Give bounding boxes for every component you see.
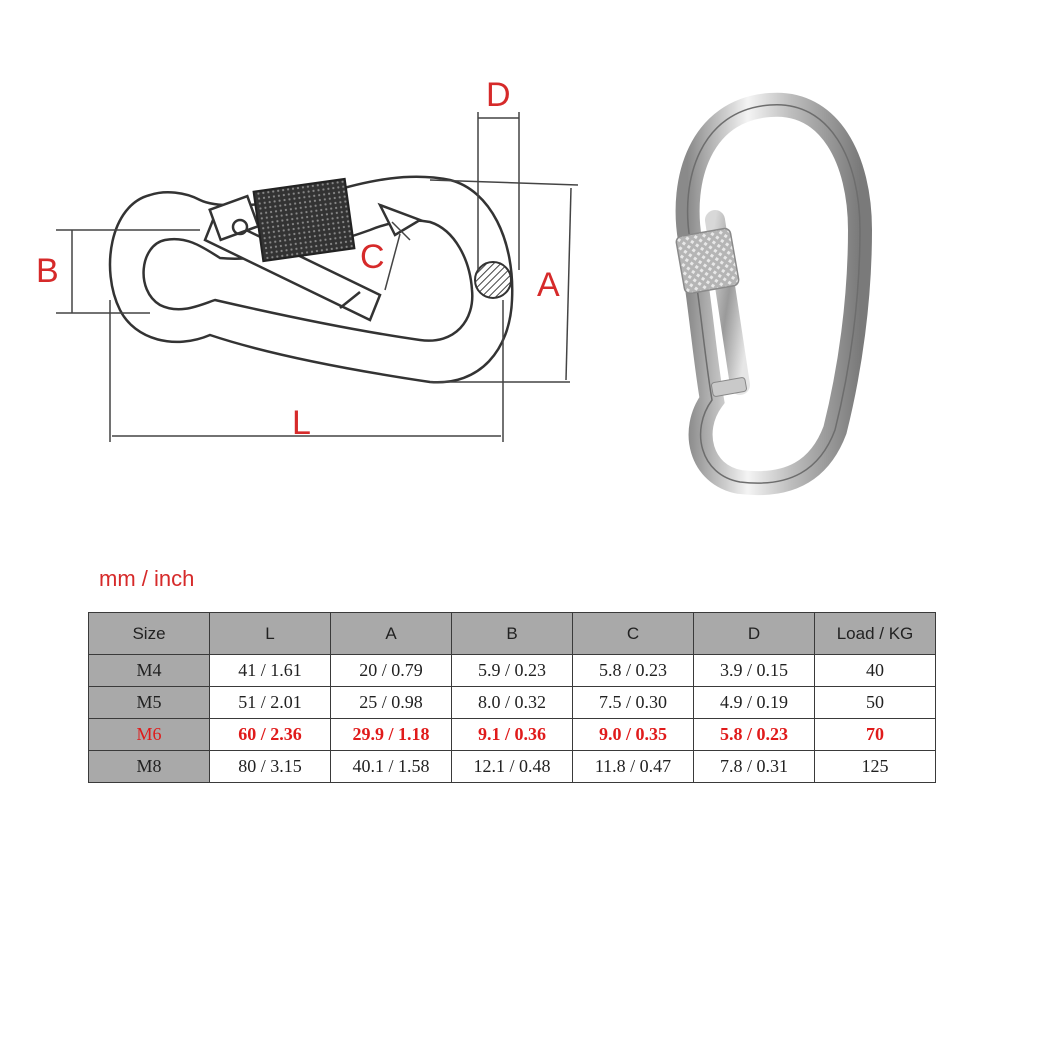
table-cell: M4: [88, 654, 210, 687]
table-row-highlighted: M6 60 / 2.36 29.9 / 1.18 9.1 / 0.36 9.0 …: [88, 718, 936, 751]
carabiner-photo: [675, 92, 873, 496]
table-cell: 41 / 1.61: [209, 654, 331, 687]
table-cell: 70: [814, 718, 936, 751]
table-cell: 25 / 0.98: [330, 686, 452, 719]
table-cell: 8.0 / 0.32: [451, 686, 573, 719]
table-cell: M6: [88, 718, 210, 751]
label-d: D: [486, 76, 511, 114]
table-cell: 50: [814, 686, 936, 719]
header-c: C: [572, 612, 694, 655]
header-l: L: [209, 612, 331, 655]
table-cell: 80 / 3.15: [209, 750, 331, 783]
table-cell: 40: [814, 654, 936, 687]
header-d: D: [693, 612, 815, 655]
table-cell: 9.0 / 0.35: [572, 718, 694, 751]
table-cell: 7.8 / 0.31: [693, 750, 815, 783]
table-cell: M5: [88, 686, 210, 719]
table-cell: 7.5 / 0.30: [572, 686, 694, 719]
table-header-row: Size L A B C D Load / KG: [88, 612, 936, 655]
table-cell: 4.9 / 0.19: [693, 686, 815, 719]
table-cell: 125: [814, 750, 936, 783]
label-a: A: [537, 266, 560, 304]
dimension-lines: [56, 112, 579, 442]
label-c: C: [360, 238, 385, 276]
table-cell: 40.1 / 1.58: [330, 750, 452, 783]
header-a: A: [330, 612, 452, 655]
table-cell: 3.9 / 0.15: [693, 654, 815, 687]
header-b: B: [451, 612, 573, 655]
table-cell: M8: [88, 750, 210, 783]
table-cell: 60 / 2.36: [209, 718, 331, 751]
header-size: Size: [88, 612, 210, 655]
carabiner-dimension-diagram: D B C A L: [36, 76, 873, 496]
size-spec-table: Size L A B C D Load / KG M4 41 / 1.61 20…: [88, 612, 936, 783]
table-cell: 5.8 / 0.23: [572, 654, 694, 687]
knurled-sleeve: [252, 177, 356, 263]
label-b: B: [36, 252, 59, 290]
table-row: M4 41 / 1.61 20 / 0.79 5.9 / 0.23 5.8 / …: [88, 654, 936, 687]
header-load: Load / KG: [814, 612, 936, 655]
wire-cross-section: [474, 261, 512, 299]
table-cell: 11.8 / 0.47: [572, 750, 694, 783]
table-cell: 9.1 / 0.36: [451, 718, 573, 751]
table-cell: 20 / 0.79: [330, 654, 452, 687]
table-cell: 5.9 / 0.23: [451, 654, 573, 687]
units-caption: mm / inch: [99, 566, 195, 591]
table-cell: 5.8 / 0.23: [693, 718, 815, 751]
table-row: M5 51 / 2.01 25 / 0.98 8.0 / 0.32 7.5 / …: [88, 686, 936, 719]
table-cell: 29.9 / 1.18: [330, 718, 452, 751]
table-cell: 51 / 2.01: [209, 686, 331, 719]
table-cell: 12.1 / 0.48: [451, 750, 573, 783]
table-row: M8 80 / 3.15 40.1 / 1.58 12.1 / 0.48 11.…: [88, 750, 936, 783]
label-l: L: [292, 404, 311, 442]
